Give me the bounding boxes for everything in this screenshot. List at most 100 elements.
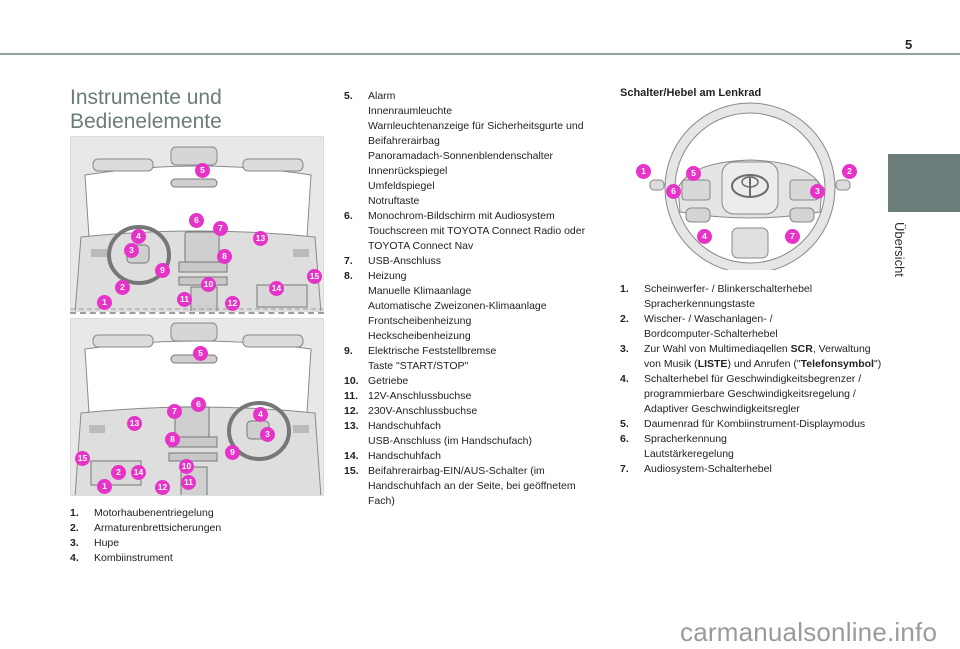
legend-item-line: Daumenrad für Kombiinstrument-Displaymod…: [644, 418, 866, 430]
callout-1: 1: [97, 295, 112, 310]
callout-11: 11: [177, 292, 192, 307]
callout-7: 7: [167, 404, 182, 419]
legend-item-line: 230V-Anschlussbuchse: [368, 405, 478, 417]
legend-item-line: Elektrische Feststellbremse: [368, 345, 497, 357]
callout-6: 6: [189, 213, 204, 228]
legend-item-text: Motorhaubenentriegelung: [94, 506, 330, 521]
legend-item-text: Schalterhebel für Geschwindigkeitsbegren…: [644, 372, 880, 417]
legend-item-line: Bordcomputer-Schalterhebel: [644, 328, 778, 340]
legend-item: 3.Zur Wahl von Multimediaqellen SCR, Ver…: [620, 342, 881, 372]
legend-item-text: 230V-Anschlussbuchse: [368, 404, 589, 419]
callout-5: 5: [686, 166, 701, 181]
legend-bold-term: SCR: [790, 343, 813, 355]
legend-item-line: Motorhaubenentriegelung: [94, 507, 214, 519]
legend-item-number: 1.: [70, 507, 79, 519]
legend-bold-term: LISTE: [697, 358, 728, 370]
legend-item-line: Adaptiver Geschwindigkeitsregler: [644, 403, 800, 415]
legend-item-line: Manuelle Klimaanlage: [368, 285, 472, 297]
legend-text-segment: Zur Wahl von Multimediaqellen: [644, 343, 791, 355]
legend-item: 2. Wischer- / Waschanlagen- / Bordcomputer…: [620, 312, 880, 342]
steering-wheel-illustration: 1 2 3 4 5 6 7: [630, 100, 870, 274]
legend-item-line: von Musik (LISTE) und Anrufen ("Telefons…: [644, 357, 881, 372]
callout-12: 12: [225, 296, 240, 311]
callout-12: 12: [155, 480, 170, 495]
page-number: 5: [905, 37, 913, 52]
page-title-line2: Bedienelemente: [70, 110, 222, 133]
legend-text-segment: , Verwaltung: [812, 343, 871, 355]
legend-bold-term: Telefonsymbol: [800, 358, 874, 370]
callout-11: 11: [181, 475, 196, 490]
callout-5: 5: [195, 163, 210, 178]
legend-item-number: 4.: [70, 552, 79, 564]
callout-7: 7: [213, 221, 228, 236]
legend-item-line: Heizung: [368, 270, 407, 282]
callout-7: 7: [785, 229, 800, 244]
legend-item-line: Taste "START/STOP": [368, 360, 469, 372]
legend-item-text: Audiosystem-Schalterhebel: [644, 462, 880, 477]
steering-wheel-drawing: [649, 102, 851, 274]
callout-4: 4: [131, 229, 146, 244]
page-title-line1: Instrumente und: [70, 86, 222, 109]
legend-item-line: Innenraumleuchte: [368, 105, 453, 117]
legend-item-line: Hupe: [94, 537, 120, 549]
legend-item-line: Panoramadach-Sonnenblendenschalter: [368, 150, 554, 162]
legend-item-line: Heckscheibenheizung: [368, 330, 471, 342]
legend-item-line: 12V-Anschlussbuchse: [368, 390, 472, 402]
legend-item-number: 3.: [70, 537, 79, 549]
steering-section-title: Schalter/Hebel am Lenkrad: [620, 87, 762, 99]
legend-item-number: 2.: [620, 313, 629, 325]
legend-item-number: 12.: [344, 405, 359, 417]
legend-text-segment: ) und Anrufen (": [727, 358, 801, 370]
legend-item-text: Hupe: [94, 536, 330, 551]
callout-8: 8: [217, 249, 232, 264]
legend-text-segment: von Musik (: [644, 358, 698, 370]
legend-item-number: 1.: [620, 283, 629, 295]
legend-item: 4.Kombiinstrument: [70, 551, 330, 566]
legend-item: 3. Hupe: [70, 536, 330, 551]
legend-item-line: Beifahrerairbag: [368, 135, 440, 147]
legend-item: 7. Audiosystem-Schalterhebel: [620, 462, 880, 477]
page-title: Instrumente und Bedienelemente: [70, 86, 222, 134]
legend-item: 12. 230V-Anschlussbuchse: [344, 404, 589, 419]
callout-6: 6: [191, 397, 206, 412]
legend-item: 7.USB-Anschluss: [344, 254, 589, 269]
figure-divider: [70, 312, 324, 314]
legend-item-line: Wischer- / Waschanlagen- /: [644, 313, 773, 325]
legend-item-number: 7.: [344, 255, 353, 267]
callout-1: 1: [97, 479, 112, 494]
legend-item-line: Notruftaste: [368, 195, 420, 207]
legend-item-line: Lautstärkeregelung: [644, 448, 734, 460]
legend-item-number: 11.: [344, 390, 359, 402]
legend-item: 4.Schalterhebel für Geschwindigkeitsbegr…: [620, 372, 880, 417]
legend-item-line: Handschuhfach an der Seite, bei geöffnet…: [368, 480, 576, 492]
legend-item-text: Getriebe: [368, 374, 589, 389]
legend-item-line: Handschuhfach: [368, 420, 441, 432]
callout-9: 9: [155, 263, 170, 278]
callout-8: 8: [165, 432, 180, 447]
legend-item: 1. Motorhaubenentriegelung: [70, 506, 330, 521]
callout-2: 2: [842, 164, 857, 179]
callout-1: 1: [636, 164, 651, 179]
legend-item-line: Spracherkennungstaste: [644, 298, 755, 310]
section-tab-label: Übersicht: [892, 222, 907, 277]
legend-item-number: 5.: [344, 90, 353, 102]
legend-item-number: 5.: [620, 418, 629, 430]
legend-item-number: 9.: [344, 345, 353, 357]
callout-3: 3: [124, 243, 139, 258]
callout-13: 13: [127, 416, 142, 431]
section-tab[interactable]: [888, 154, 960, 212]
callout-4: 4: [697, 229, 712, 244]
legend-item-number: 7.: [620, 463, 629, 475]
legend-item-text: 12V-Anschlussbuchse: [368, 389, 589, 404]
